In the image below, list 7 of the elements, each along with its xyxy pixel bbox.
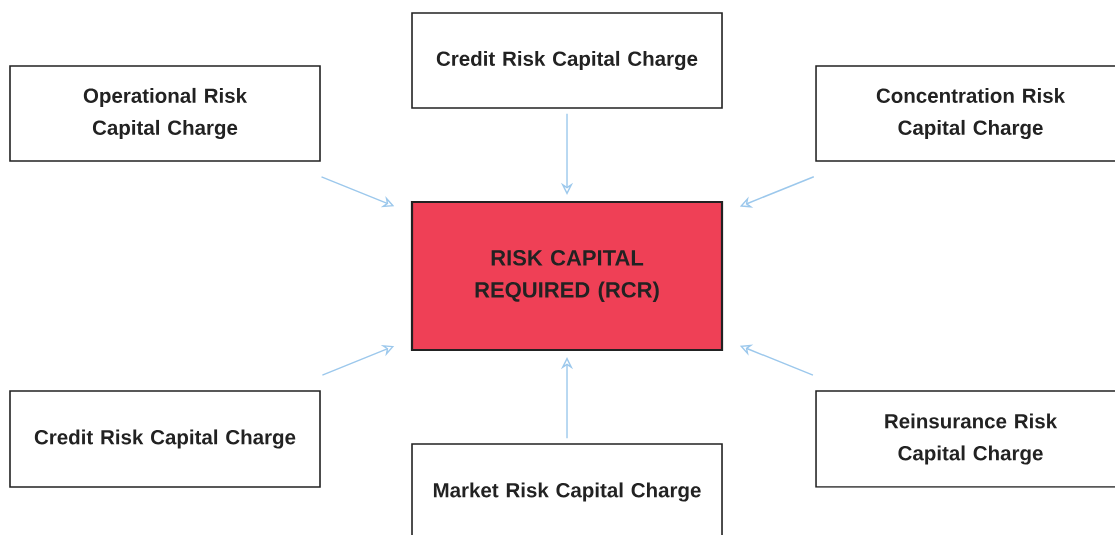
result-box: RISK CAPITAL REQUIRED (RCR): [410, 200, 724, 352]
process-box: Credit Risk Capital Charge: [411, 12, 723, 109]
process-box: Operational Risk Capital Charge: [9, 65, 321, 162]
process-box: Credit Risk Capital Charge: [9, 390, 321, 488]
process-box: Concentration Risk Capital Charge: [815, 65, 1115, 162]
process-box: Market Risk Capital Charge: [411, 443, 723, 535]
process-box: Reinsurance Risk Capital Charge: [815, 390, 1115, 488]
